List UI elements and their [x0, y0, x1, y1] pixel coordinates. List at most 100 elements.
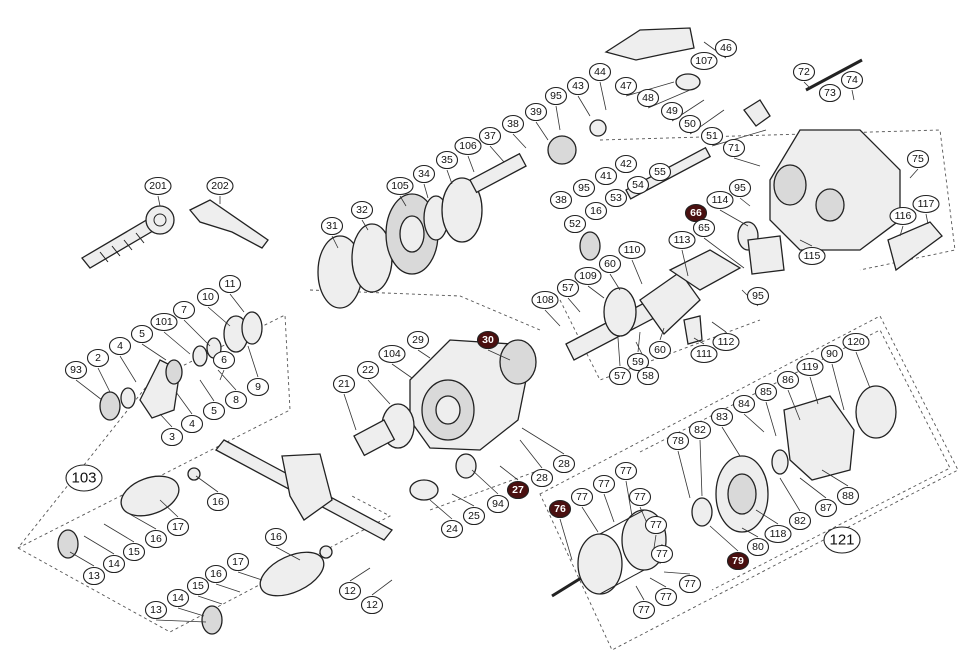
callout-c16b: 16 — [206, 492, 230, 512]
callout-text: 73 — [824, 87, 836, 99]
callout-text: 11 — [225, 278, 236, 290]
leader-lines — [69, 41, 929, 623]
callout-text: 5 — [139, 328, 145, 340]
callout-bubble — [563, 214, 587, 234]
callout-bubble — [454, 136, 482, 156]
callout-c85: 85 — [754, 382, 778, 402]
callout-bubble — [144, 176, 172, 196]
callout-c105: 105 — [386, 176, 414, 196]
callout-text: 95 — [550, 90, 562, 102]
callout-c8: 8 — [224, 390, 248, 410]
callout-text: 16 — [210, 568, 222, 580]
callout-bubble — [204, 564, 228, 584]
callout-text: 57 — [562, 282, 574, 294]
callout-c42: 42 — [614, 154, 638, 174]
callout-text: 107 — [695, 55, 713, 67]
callout-text: 15 — [192, 580, 204, 592]
callout-c93: 93 — [64, 360, 88, 380]
callout-bubble — [160, 427, 184, 447]
callout-bubble — [556, 278, 580, 298]
callout-text: 90 — [826, 348, 838, 360]
callout-text: 109 — [579, 270, 597, 282]
callout-c78: 78 — [666, 431, 690, 451]
callout-c115: 115 — [798, 246, 826, 266]
callout-c72: 72 — [792, 62, 816, 82]
callout-c5a: 5 — [130, 324, 154, 344]
callout-c119: 119 — [796, 357, 824, 377]
callout-bubble — [338, 581, 362, 601]
callout-text: 28 — [536, 472, 548, 484]
star-drag-group — [99, 311, 263, 421]
callout-c14b: 14 — [166, 588, 190, 608]
callout-text: 113 — [674, 234, 691, 246]
callout-c77a: 77 — [592, 474, 616, 494]
callout-bubble — [710, 407, 734, 427]
callout-bubble — [218, 274, 242, 294]
callout-c95c: 95 — [728, 178, 752, 198]
callout-bubble — [726, 551, 750, 571]
callout-bubble — [572, 178, 596, 198]
callout-text: 101 — [155, 316, 173, 328]
callout-c9: 9 — [246, 377, 270, 397]
callout-c59: 59 — [626, 352, 650, 372]
callout-bubble — [196, 287, 220, 307]
callout-c50: 50 — [678, 114, 702, 134]
callout-c95a: 95 — [544, 86, 568, 106]
callout-c90: 90 — [820, 344, 844, 364]
callout-text: 24 — [446, 523, 458, 535]
callout-c101: 101 — [150, 312, 178, 332]
callout-bubble — [626, 175, 650, 195]
callout-bubble — [798, 246, 826, 266]
callout-c106: 106 — [454, 136, 482, 156]
callout-text: 118 — [770, 528, 787, 540]
callout-bubble — [692, 218, 716, 238]
callout-c12b: 12 — [360, 595, 384, 615]
tool-wrench-202 — [188, 199, 269, 249]
callout-text: 78 — [672, 435, 684, 447]
callout-text: 77 — [598, 478, 610, 490]
callout-bubble — [144, 600, 168, 620]
callout-text: 71 — [728, 142, 740, 154]
callout-bubble — [608, 366, 632, 386]
callout-c82a: 82 — [688, 420, 712, 440]
callout-bubble — [654, 587, 678, 607]
callout-bubble — [440, 519, 464, 539]
callout-text: 201 — [149, 180, 167, 192]
callout-c22: 22 — [356, 360, 380, 380]
callout-bubble — [530, 468, 554, 488]
callout-c71: 71 — [722, 138, 746, 158]
callout-text: 37 — [484, 130, 496, 142]
callout-bubble — [332, 374, 356, 394]
callout-c77e: 77 — [644, 515, 668, 535]
callout-bubble — [644, 515, 668, 535]
callout-bubble — [636, 366, 660, 386]
callout-text: 84 — [738, 398, 750, 410]
callout-c10: 10 — [196, 287, 220, 307]
callout-text: 77 — [650, 519, 662, 531]
callout-text: 52 — [569, 218, 581, 230]
callout-bubble — [823, 526, 861, 554]
pinion-shaft-group — [565, 146, 742, 361]
callout-c111: 111 — [690, 344, 718, 364]
callout-text: 77 — [620, 465, 632, 477]
callout-text: 72 — [798, 66, 810, 78]
callout-bubble — [86, 348, 110, 368]
callout-c77g: 77 — [678, 574, 702, 594]
top-frame-107 — [604, 27, 695, 61]
callout-bubble — [648, 340, 672, 360]
callout-c76: 76 — [548, 499, 572, 519]
callout-bubble — [130, 324, 154, 344]
callout-text: 47 — [620, 80, 632, 92]
callout-bubble — [122, 542, 146, 562]
callout-c25: 25 — [462, 506, 486, 526]
callout-text: 59 — [632, 356, 644, 368]
callout-c60a: 60 — [598, 254, 622, 274]
callout-text: 119 — [802, 361, 819, 373]
callout-text: 39 — [530, 106, 542, 118]
callout-c51: 51 — [700, 126, 724, 146]
callout-bubble — [552, 454, 576, 474]
callout-text: 82 — [694, 424, 706, 436]
callout-c88: 88 — [836, 486, 860, 506]
callout-c2: 2 — [86, 348, 110, 368]
